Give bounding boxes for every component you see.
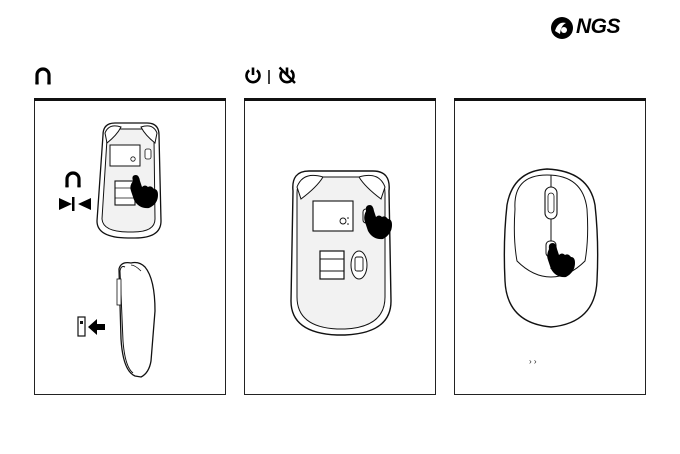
brand-name: NGS (576, 15, 620, 39)
usb-receiver-icon (78, 317, 85, 336)
power-on-icon (244, 66, 262, 84)
left-arrow-icon (88, 319, 105, 335)
power-off-icon (278, 66, 298, 84)
mouse-bottom-view (291, 171, 391, 335)
panel-power-switch (244, 101, 436, 395)
magnet-icon (34, 66, 52, 86)
mouse-bottom-view (97, 123, 161, 238)
panel-dpi-button: › › (454, 101, 646, 395)
attach-arrows-icon (59, 197, 91, 211)
mouse-side-view (117, 263, 155, 378)
caption-arrows: › › (529, 357, 537, 366)
magnet-icon (65, 173, 80, 187)
panel-receiver-storage (34, 101, 226, 395)
separator-bar (267, 70, 271, 84)
